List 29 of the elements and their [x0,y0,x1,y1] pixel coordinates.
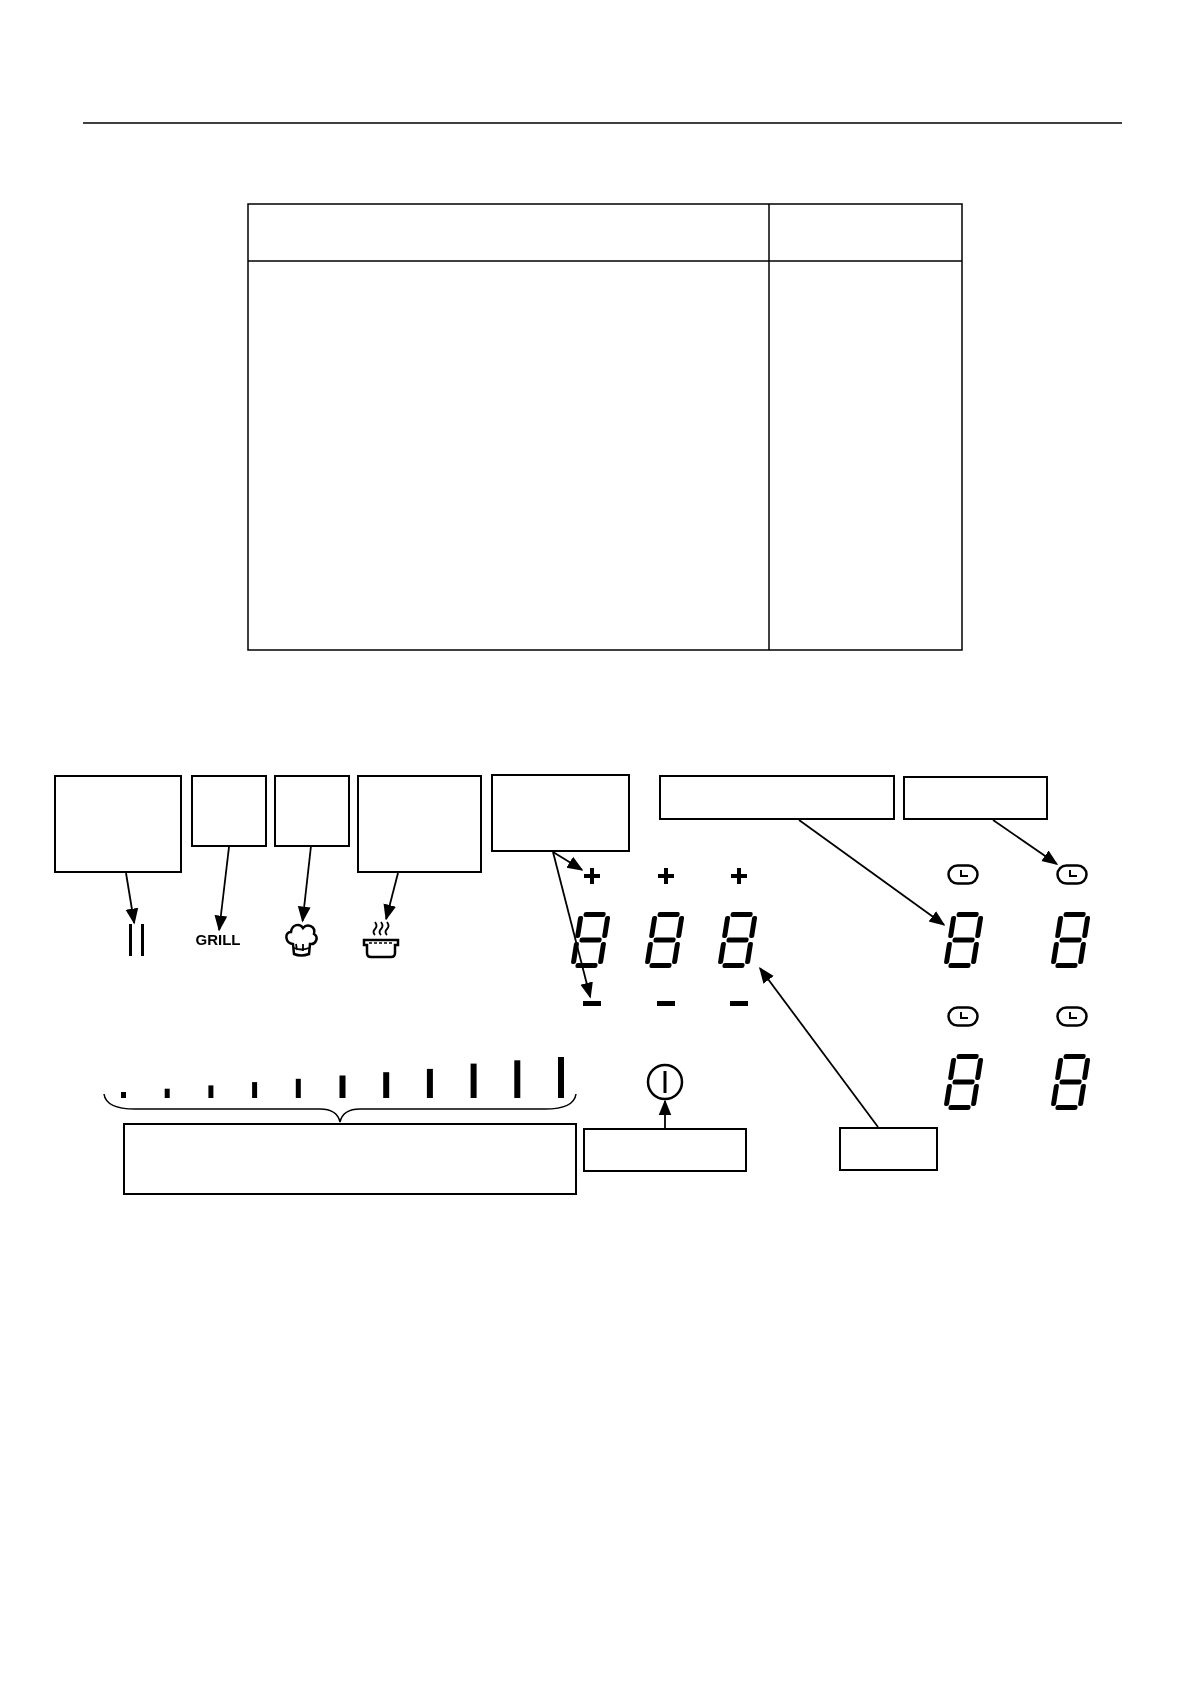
callout-box [659,775,895,820]
seven-segment-digit-icon [718,910,760,970]
callout-box [839,1127,938,1171]
leader-arrow [759,966,879,1128]
power-icon [646,1063,684,1101]
callout-box [491,774,630,852]
callout-box [123,1123,577,1195]
plus-icon [582,866,602,886]
leader-arrow [125,872,139,925]
leader-arrow [214,846,230,932]
leader-arrow [297,845,312,923]
leader-arrow [992,819,1059,865]
seven-segment-digit-icon [944,910,986,970]
pot-icon [361,919,401,959]
callout-box [903,776,1048,820]
callout-box [357,775,482,873]
chef-hat-icon [282,921,319,958]
pause-icon [127,923,147,957]
leader-arrow [552,851,584,871]
leader-arrow [383,872,399,921]
callout-box [274,775,350,847]
leader-arrow [552,851,593,999]
callout-box [191,775,267,847]
leader-arrow [798,819,946,926]
leader-arrow [658,1099,672,1129]
timer-icon [1056,864,1088,885]
callout-box [583,1128,747,1172]
callout-box [54,775,182,873]
grill-label: GRILL [190,930,246,950]
